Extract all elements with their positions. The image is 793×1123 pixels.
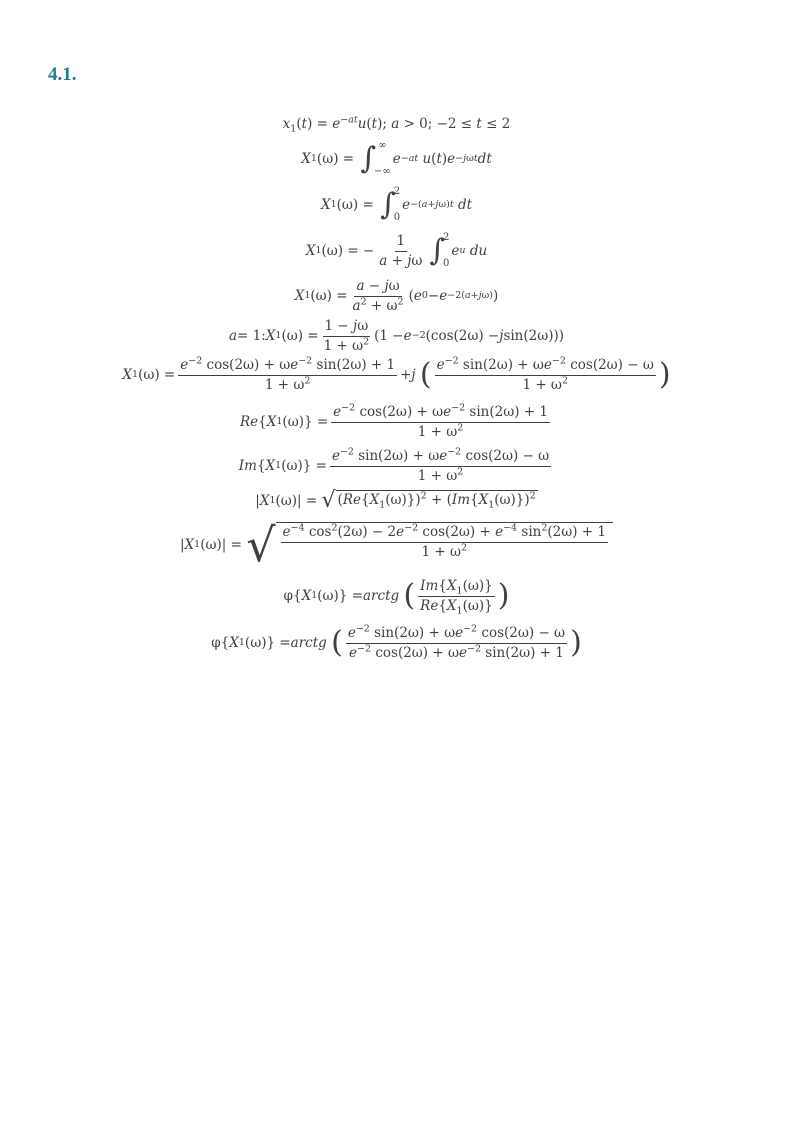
section-heading: 4.1. (48, 64, 77, 85)
equation-1: x1(t) = e−atu(t); a > 0; −2 ≤ t ≤ 2 (282, 114, 511, 135)
